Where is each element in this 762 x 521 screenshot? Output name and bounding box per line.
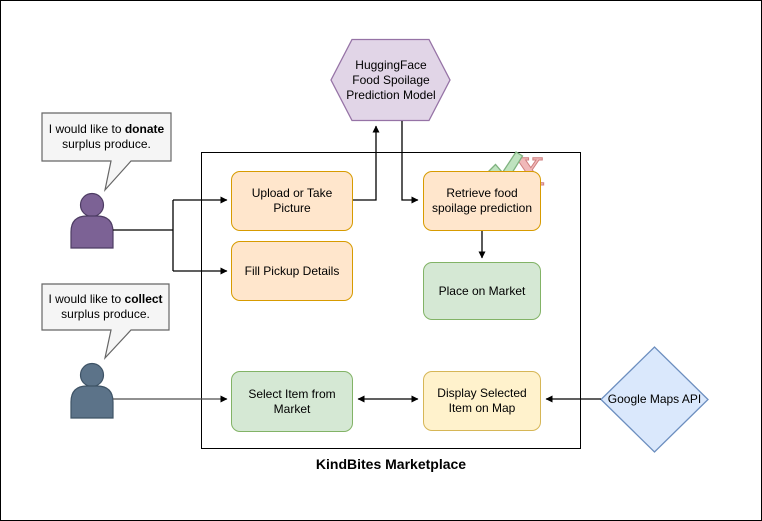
- speech-bubble-collector-text: I would like to collect surplus produce.: [48, 291, 163, 321]
- box-select-item-from-market: Select Item from Market: [231, 371, 353, 432]
- kindbites-marketplace-container: [201, 152, 581, 449]
- box-display-item-on-map: Display Selected Item on Map: [423, 371, 541, 431]
- box-place-on-market: Place on Market: [423, 262, 541, 320]
- hexagon-prediction-model: [330, 38, 451, 122]
- diagram-title: KindBites Marketplace: [315, 456, 467, 472]
- speech-bubble-donor-text: I would like to donate surplus produce.: [48, 122, 165, 151]
- speech-bubble-donor: [41, 112, 172, 193]
- box-retrieve-spoilage-prediction: Retrieve food spoilage prediction: [423, 171, 541, 231]
- person-donor-icon: [70, 192, 114, 249]
- speech-bubble-collector: [41, 283, 170, 361]
- connector-upload-to-hexagon: [353, 125, 380, 201]
- box-fill-pickup-details: Fill Pickup Details: [231, 241, 353, 301]
- hexagon-prediction-model-label: HuggingFace Food Spoilage Prediction Mod…: [346, 57, 436, 102]
- person-collector-icon: [70, 362, 114, 419]
- box-upload-or-take-picture: Upload or Take Picture: [231, 171, 353, 231]
- connector-hexagon-to-retrieve: [401, 121, 419, 204]
- diamond-google-maps-api-label: Google Maps API: [607, 392, 702, 406]
- diamond-google-maps-api: [600, 346, 709, 453]
